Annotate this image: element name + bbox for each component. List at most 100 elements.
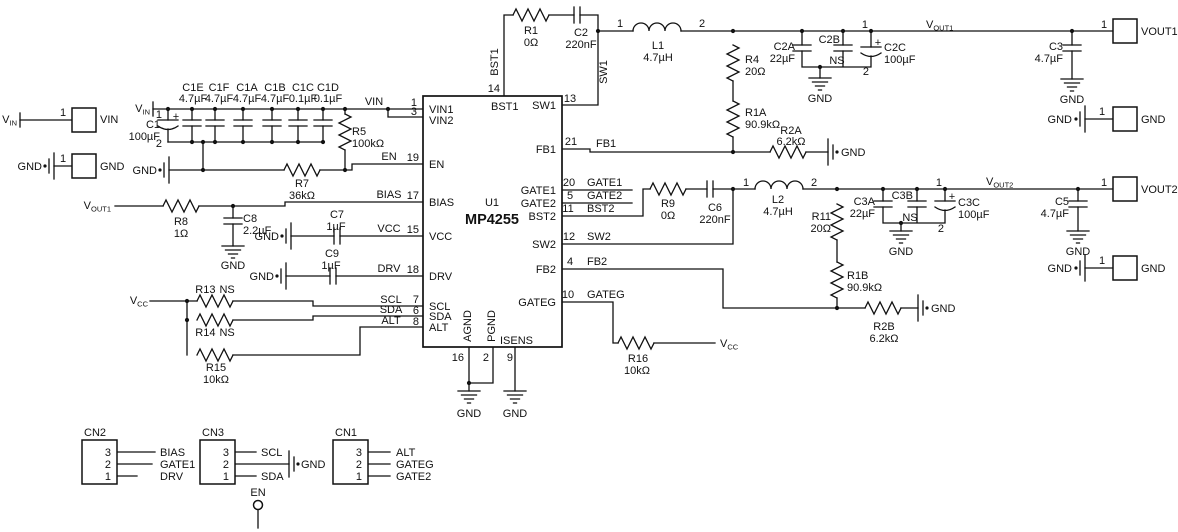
pin-label: SW2 [532,239,556,251]
net-label-gate1: GATE1 [160,459,195,471]
value-R11: 20Ω [811,223,831,235]
earth-ground-icon [1066,230,1090,244]
earth-ground-icon [889,230,913,244]
ref-R1: R1 [524,25,538,37]
pin-number: 6 [413,305,419,317]
connector-gnd-bottom [1112,255,1138,281]
pin-label: GATE1 [521,185,556,197]
gnd-flag-icon [1073,254,1086,282]
gnd-flag-icon [279,222,292,250]
connector-label-cn3: CN3 [202,427,224,439]
pin-number: 1 [223,471,229,483]
testpoint-label-en: EN [250,487,265,499]
pin-number: 9 [507,352,513,364]
value-C9: 1µF [321,260,340,272]
ref-C3A: C3A [854,196,876,208]
ic-u1-body [422,95,563,348]
pin-number: 2 [105,459,111,471]
capacitor-C1B [262,119,282,127]
polarity-mark: + [949,191,955,203]
capacitor-C2 [573,6,581,24]
resistor-R1B [830,261,844,299]
net-label-gnd: GND [457,408,482,420]
pin-label: DRV [429,271,453,283]
net-label-sda: SDA [261,471,284,483]
earth-ground-icon [221,245,245,259]
pin-number: 8 [413,316,419,328]
net-label-vout2-sub: VOUT2 [986,176,1013,190]
ref-C3: C3 [1049,41,1063,53]
net-label-gnd: GND [503,408,528,420]
net-label-gate2: GATE2 [587,190,622,202]
value-C2C: 100µF [884,54,916,66]
net-label-gateg: GATEG [396,459,434,471]
resistor-R5 [338,113,352,151]
pin-number: 1 [1099,255,1105,267]
ref-R15: R15 [206,362,226,374]
ref-C1D: C1D [317,82,339,94]
net-label-sda: SDA [380,304,403,316]
terminal-number: 1 [743,177,749,189]
net-label-gnd: GND [301,459,326,471]
value-R7: 36kΩ [289,190,315,202]
connector-label-cn1: CN1 [335,427,357,439]
pin-label: GATEG [518,297,556,309]
net-label-gnd: GND [18,161,43,173]
value-R1B: 90.9kΩ [847,282,882,294]
net-label-en: EN [381,151,396,163]
net-label-fb2: FB2 [587,256,607,268]
pin-number: 10 [562,289,574,301]
pin-number: 12 [563,231,575,243]
net-label-gate1: GATE1 [587,177,622,189]
pin-label: VCC [429,231,452,243]
gnd-flag-icon [1073,105,1086,133]
connector-vout2 [1112,176,1138,202]
capacitor-C1C [288,119,308,127]
resistor-R1 [512,8,550,22]
pin-number: 18 [407,264,419,276]
terminal-number: 2 [863,66,869,78]
ref-R11: R11 [812,211,831,223]
capacitor-C1D [313,119,333,127]
pin-label: GATE2 [521,198,556,210]
connector-labels: 1 VIN 1 GND 1 VOUT1 1 GND 1 VOUT2 1 GND … [60,19,1178,499]
pin-label: VIN2 [429,115,453,127]
pin-number: 16 [452,352,464,364]
ref-C2C: C2C [884,42,906,54]
resistor-R13 [196,294,234,308]
capacitor-C1F [205,119,225,127]
connector-label-gnd: GND [1141,263,1166,275]
net-label-gnd: GND [1066,246,1091,258]
net-label-drv: DRV [377,263,401,275]
pin-number: 2 [223,459,229,471]
ref-C1B: C1B [264,82,285,94]
ref-C6: C6 [708,202,722,214]
pin-number: 1 [1101,177,1107,189]
ref-C3C: C3C [958,197,980,209]
pin-label: SDA [429,311,452,323]
value-C1A: 4.7µF [233,93,262,105]
pin-label: SW1 [532,100,556,112]
net-label-gnd: GND [808,93,833,105]
net-label-gnd: GND [133,165,158,177]
ref-R2B: R2B [873,321,894,333]
connector-label-gnd: GND [100,161,125,173]
net-label-vcc-sub: VCC [130,295,149,309]
value-C1E: 4.7µF [179,93,208,105]
pin-label: VIN1 [429,104,453,116]
capacitor-C3A [873,200,893,208]
gnd-flag-icon [917,294,930,322]
value-C3: 4.7µF [1035,53,1064,65]
connector-label-vin: VIN [100,114,118,126]
net-label-gnd: GND [889,246,914,258]
value-C3C: 100µF [958,209,990,221]
net-label-vcc: VCC [377,223,400,235]
ref-C1A: C1A [236,82,258,94]
net-label-fb1: FB1 [596,138,616,150]
earth-ground-icon [457,390,481,404]
earth-ground-icon [503,390,527,404]
pin-number: 5 [567,190,573,202]
